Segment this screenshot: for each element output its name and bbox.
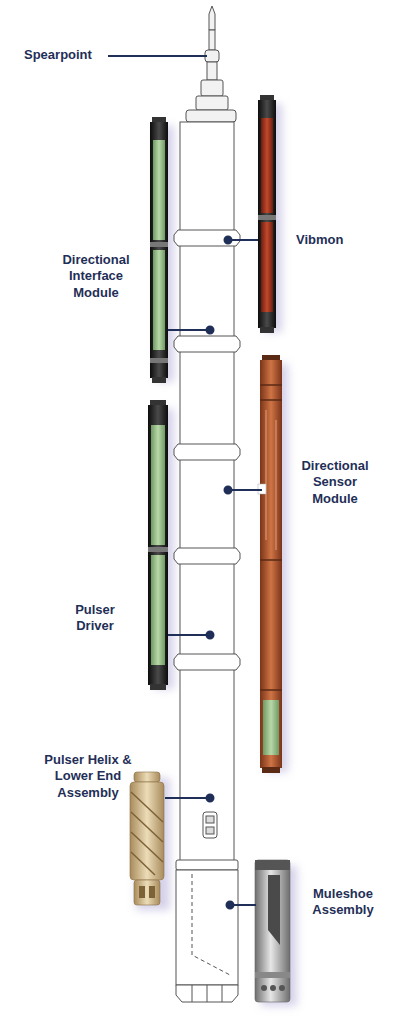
muleshoe-shape (255, 860, 290, 1002)
muleshoe-shape (279, 985, 285, 991)
pulser-driver-shape (151, 555, 165, 665)
tool-body (174, 444, 240, 460)
leader-line (207, 632, 214, 639)
directional-interface-module-shape (150, 358, 168, 363)
vibmon-shape (258, 100, 276, 328)
pulser-driver-shape (151, 425, 165, 545)
part-label: Pulser Helix & Lower End Assembly (38, 752, 138, 801)
directional-interface-module-shape (150, 117, 168, 383)
pulser-helix-shape (134, 772, 160, 782)
tool-body (174, 548, 240, 564)
muleshoe-shape (268, 875, 280, 945)
leader-line (225, 237, 232, 244)
spearpoint-shape (209, 6, 215, 30)
tool-body (174, 230, 240, 246)
tool-body (192, 874, 230, 975)
leader-line (207, 795, 214, 802)
leader-line (207, 327, 214, 334)
leader-line (225, 487, 232, 494)
pulser-helix-shape (134, 880, 160, 905)
directional-sensor-module-shape (258, 355, 282, 773)
part-label: Muleshoe Assembly (298, 886, 388, 919)
spearpoint-shape (201, 80, 223, 96)
pulser-driver-shape (148, 547, 168, 552)
tool-body (206, 827, 214, 834)
tool-body (192, 985, 222, 1002)
part-label: Pulser Driver (62, 602, 128, 635)
muleshoe-shape (261, 985, 267, 991)
directional-sensor-module-shape (260, 360, 282, 768)
leader-line (108, 56, 262, 909)
directional-interface-module-shape (150, 242, 168, 247)
pulser-helix-shape (130, 772, 164, 905)
tool-body (176, 985, 238, 1002)
pulser-driver-shape (150, 684, 166, 690)
spearpoint-shape (196, 96, 228, 110)
leader-line (108, 55, 207, 57)
pulser-helix-shape (131, 792, 163, 875)
leader-line (168, 329, 210, 331)
tool-body (174, 336, 240, 352)
muleshoe-shape (270, 985, 276, 991)
spearpoint-shape (209, 30, 215, 50)
directional-interface-module-shape (153, 140, 165, 240)
tool-body (174, 122, 240, 1002)
directional-interface-module-shape (150, 122, 168, 378)
part-label: Directional Sensor Module (290, 458, 380, 507)
pulser-driver-shape (148, 400, 168, 690)
directional-interface-module-shape (152, 377, 166, 383)
pulser-helix-shape (149, 886, 155, 898)
spearpoint-shape (186, 6, 236, 122)
tool-body (176, 860, 238, 870)
tool-body (174, 654, 240, 670)
directional-sensor-module-shape (260, 385, 282, 690)
tool-body (206, 816, 214, 823)
vibmon-shape (261, 222, 273, 312)
vibmon-shape (260, 327, 274, 333)
part-label: Directional Interface Module (50, 252, 142, 301)
muleshoe-shape (255, 972, 290, 978)
vibmon-shape (261, 118, 273, 213)
pulser-helix-shape (139, 886, 145, 898)
muleshoe-shape (255, 860, 290, 1002)
part-label: Spearpoint (24, 47, 92, 63)
part-label: Vibmon (296, 232, 343, 248)
pulser-driver-shape (148, 405, 168, 685)
muleshoe-shape (255, 860, 290, 870)
directional-sensor-module-shape (266, 410, 276, 550)
vibmon-shape (258, 95, 276, 333)
leader-line (168, 634, 210, 636)
leader-line (165, 797, 210, 799)
pulser-helix-shape (130, 782, 164, 880)
leader-line (228, 489, 262, 491)
spearpoint-shape (205, 50, 219, 62)
directional-sensor-module-shape (263, 700, 279, 755)
spearpoint-shape (207, 62, 217, 80)
leader-line (227, 902, 234, 909)
directional-interface-module-shape (153, 250, 165, 350)
directional-sensor-module-shape (262, 767, 280, 773)
tool-body (176, 870, 238, 985)
tool-body (203, 812, 217, 838)
vibmon-shape (258, 215, 276, 220)
spearpoint-shape (186, 110, 236, 122)
